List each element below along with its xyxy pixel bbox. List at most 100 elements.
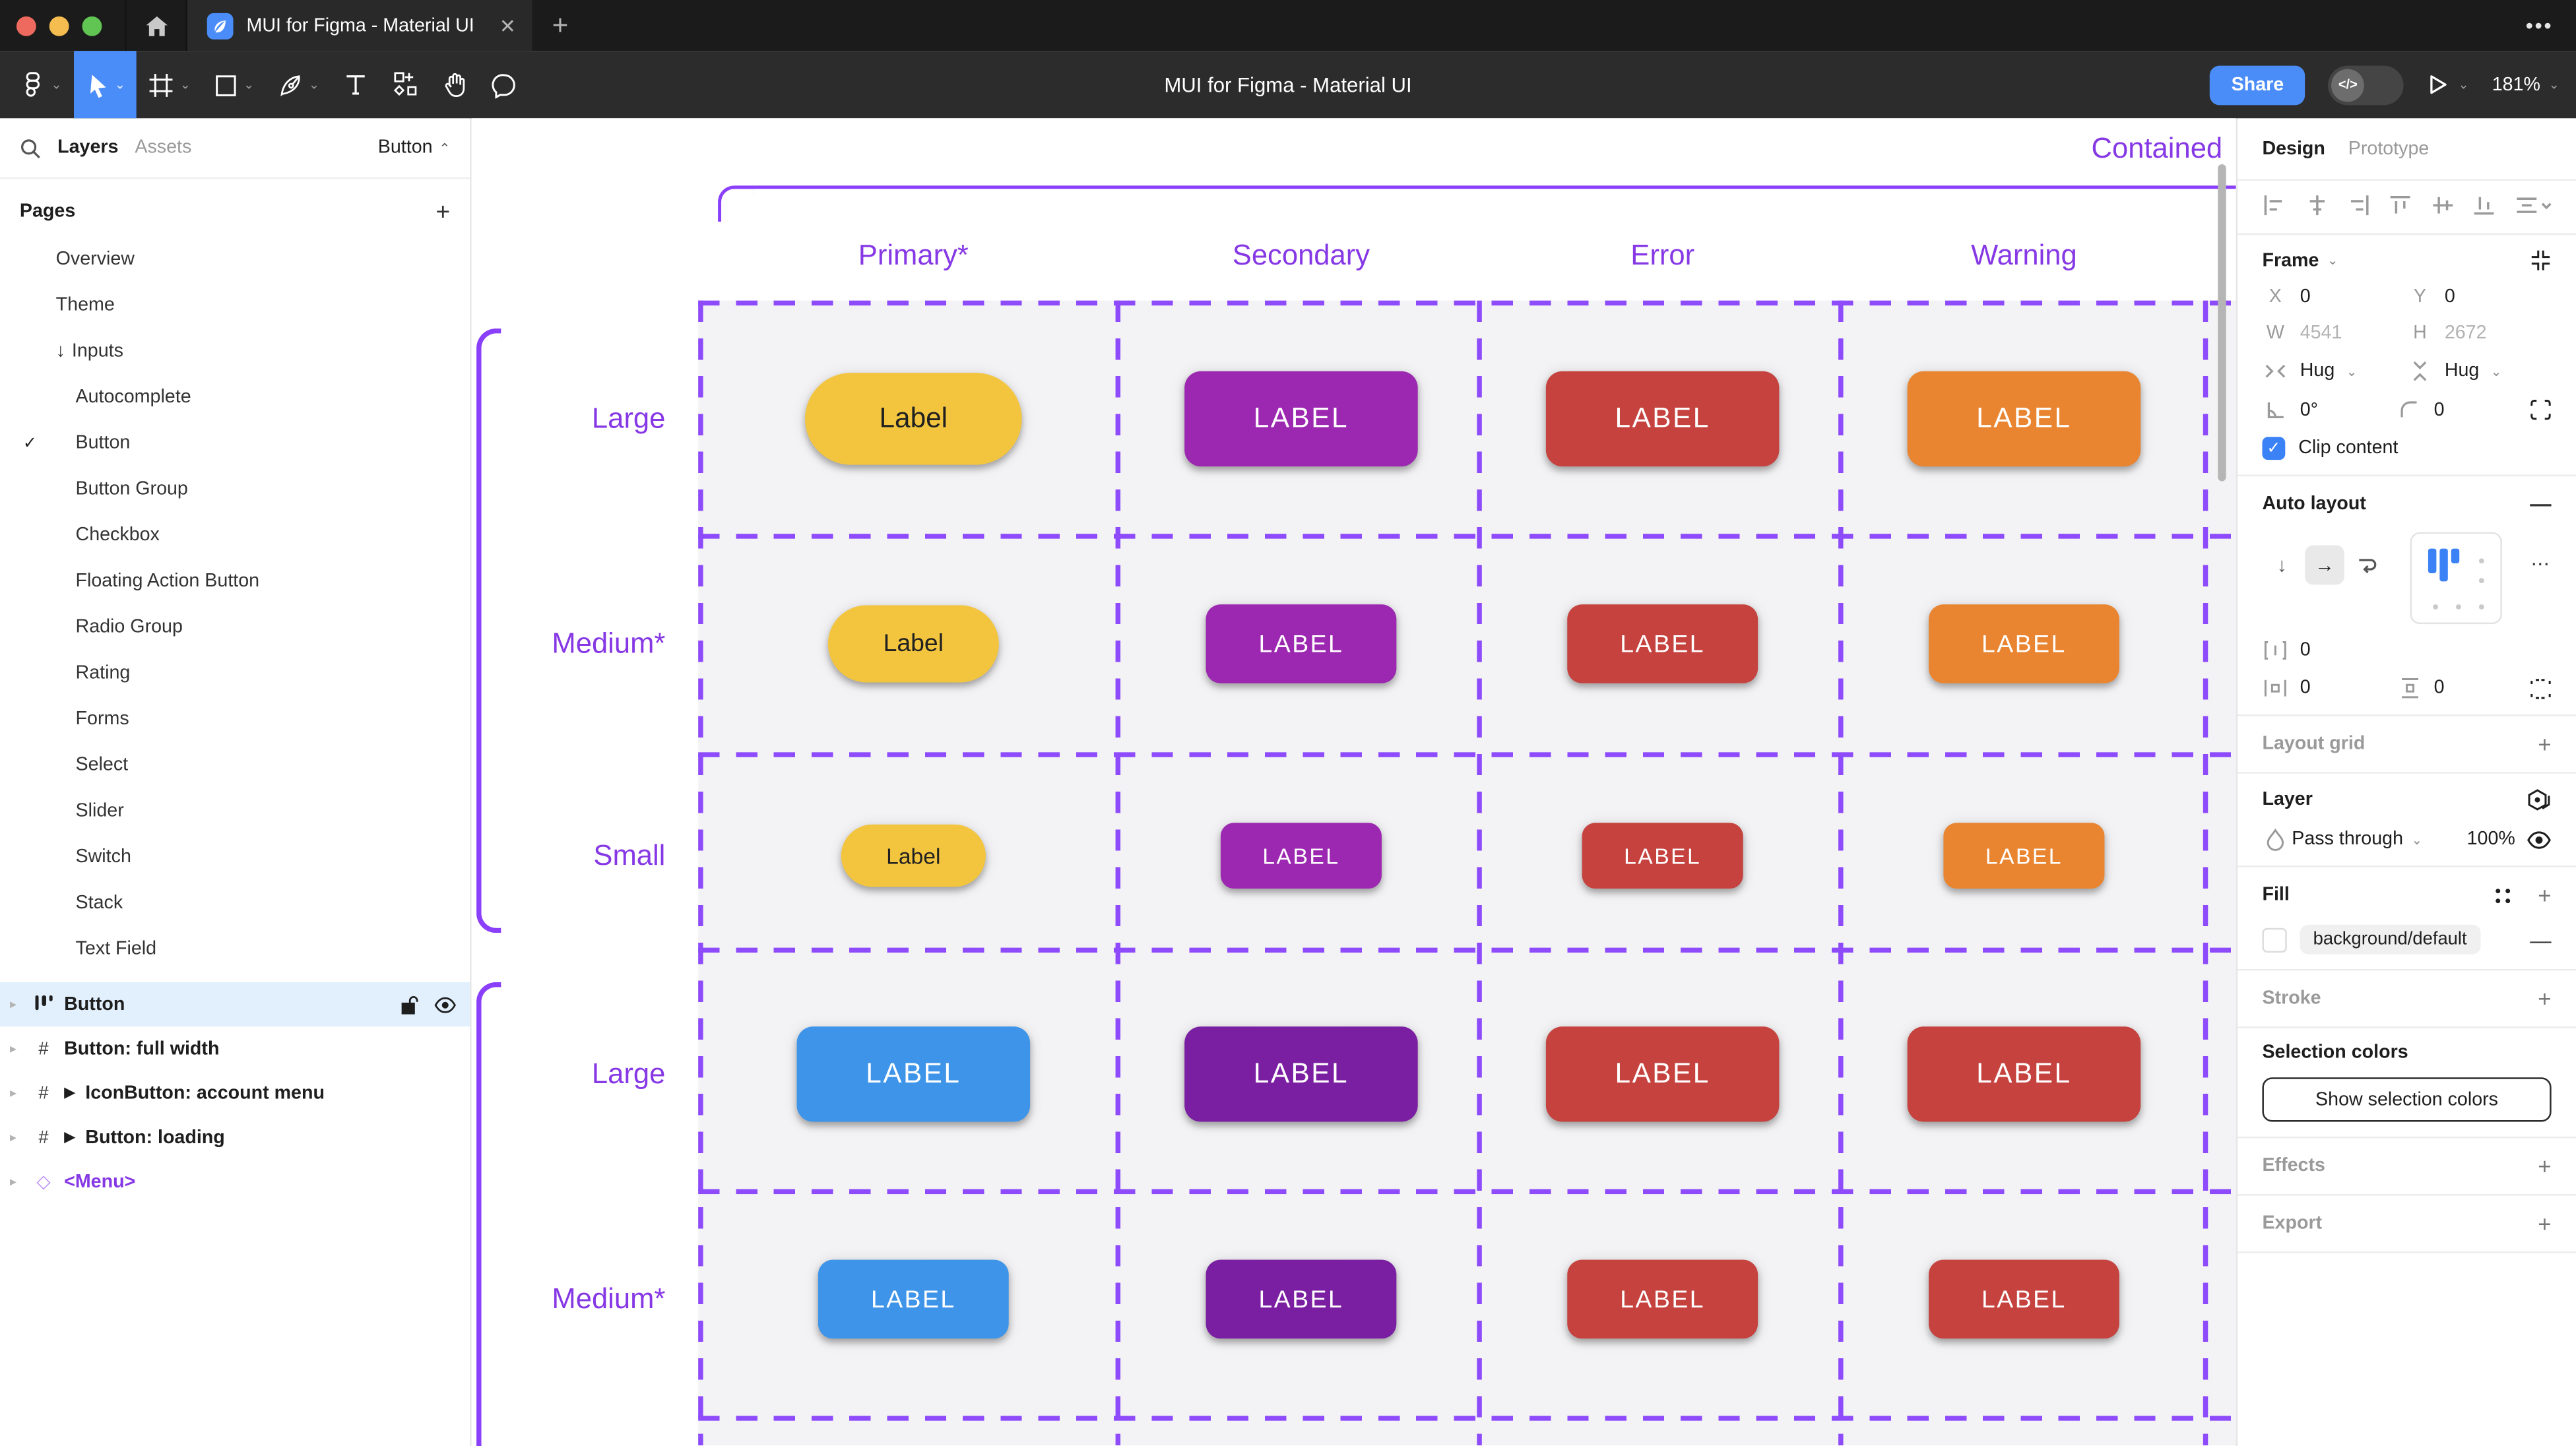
corner-radius-field[interactable]: 0 [2396, 400, 2530, 420]
zoom-menu[interactable]: 181% ⌄ [2492, 75, 2560, 94]
expand-caret-icon[interactable]: ▸ [10, 1042, 23, 1056]
expand-caret-icon[interactable]: ▸ [10, 1174, 23, 1189]
vertical-sizing-field[interactable]: Hug⌄ [2407, 360, 2552, 383]
canvas-button[interactable]: Label [805, 373, 1022, 464]
unlock-icon[interactable] [401, 995, 419, 1015]
page-item-button[interactable]: ✓Button [0, 420, 470, 466]
canvas-button[interactable]: LABEL [797, 1026, 1031, 1121]
page-item-theme[interactable]: Theme [0, 282, 470, 329]
layer-item-button[interactable]: ▸Button [0, 982, 470, 1026]
blend-mode-icon[interactable] [2527, 788, 2551, 811]
canvas-button[interactable]: LABEL [1184, 371, 1418, 466]
new-tab-button[interactable]: + [532, 9, 588, 42]
page-item-checkbox[interactable]: Checkbox [0, 513, 470, 559]
x-position-field[interactable]: X0 [2262, 288, 2406, 307]
canvas-button[interactable]: LABEL [1221, 823, 1382, 889]
auto-layout-more-icon[interactable]: ⋯ [2531, 552, 2552, 575]
page-selector[interactable]: Button ⌃ [378, 138, 450, 158]
canvas-button[interactable]: LABEL [1929, 1260, 2119, 1339]
page-item-switch[interactable]: Switch [0, 834, 470, 881]
page-item-slider[interactable]: Slider [0, 788, 470, 834]
expand-caret-icon[interactable]: ▸ [10, 1130, 23, 1145]
visibility-eye-icon[interactable] [2527, 831, 2551, 848]
y-position-field[interactable]: Y0 [2407, 288, 2552, 307]
dev-mode-toggle[interactable]: </> [2328, 65, 2404, 104]
fill-color-swatch[interactable] [2262, 927, 2286, 951]
frame-name-label[interactable]: Contained [2092, 131, 2223, 166]
page-item-overview[interactable]: Overview [0, 237, 470, 283]
canvas-button[interactable]: Label [841, 825, 986, 887]
horizontal-padding-field[interactable]: 0 [2262, 678, 2396, 698]
expand-caret-icon[interactable]: ▸ [10, 997, 23, 1011]
present-button[interactable]: ⌄ [2427, 73, 2469, 97]
canvas-button[interactable]: LABEL [1206, 1260, 1397, 1339]
opacity-value[interactable]: 100% [2467, 829, 2515, 849]
canvas-button[interactable]: Label [828, 605, 999, 682]
page-item-inputs[interactable]: ↓Inputs [0, 329, 470, 375]
gap-field[interactable]: 0 [2262, 641, 2406, 660]
canvas-button[interactable]: LABEL [1546, 371, 1780, 466]
layer-item-button-full-width[interactable]: ▸#Button: full width [0, 1026, 470, 1071]
clip-content-row[interactable]: ✓ Clip content [2262, 437, 2551, 460]
tab-layers[interactable]: Layers [57, 138, 118, 158]
flow-wrap-button[interactable] [2348, 546, 2387, 585]
overflow-menu-icon[interactable]: ••• [2526, 13, 2553, 38]
align-left-icon[interactable] [2262, 194, 2286, 217]
flow-horizontal-button[interactable]: → [2305, 546, 2344, 585]
canvas-button[interactable]: LABEL [1567, 1260, 1758, 1339]
style-library-icon[interactable] [2494, 886, 2511, 904]
distribute-menu-icon[interactable] [2515, 194, 2552, 217]
actions-tool-button[interactable] [379, 51, 430, 118]
tab-design[interactable]: Design [2262, 140, 2325, 160]
show-selection-colors-button[interactable]: Show selection colors [2262, 1077, 2551, 1121]
add-layout-grid-button[interactable]: + [2538, 731, 2551, 757]
align-vertical-center-icon[interactable] [2431, 194, 2455, 217]
canvas-button[interactable]: LABEL [818, 1260, 1009, 1339]
shape-tool-button[interactable]: ⌄ [203, 51, 266, 118]
text-tool-button[interactable] [331, 51, 379, 118]
horizontal-sizing-field[interactable]: Hug⌄ [2262, 362, 2406, 381]
clip-content-checkbox[interactable]: ✓ [2262, 437, 2285, 460]
canvas-button[interactable]: LABEL [1567, 604, 1758, 683]
vertical-padding-field[interactable]: 0 [2396, 677, 2530, 700]
add-page-button[interactable]: + [435, 198, 450, 226]
frame-tool-button[interactable]: ⌄ [137, 51, 203, 118]
tab-close-icon[interactable]: ✕ [499, 14, 516, 37]
canvas-button[interactable]: LABEL [1908, 1026, 2141, 1121]
rotation-field[interactable]: 0° [2262, 400, 2396, 420]
home-button[interactable] [127, 14, 186, 37]
canvas-scrollbar[interactable] [2218, 164, 2226, 482]
independent-corners-icon[interactable] [2530, 399, 2551, 420]
collapse-icon[interactable] [2530, 249, 2551, 270]
remove-auto-layout-button[interactable]: — [2530, 491, 2551, 515]
blend-mode-value[interactable]: Pass through [2292, 829, 2403, 849]
align-bottom-icon[interactable] [2473, 194, 2497, 217]
add-effect-button[interactable]: + [2538, 1153, 2551, 1179]
page-item-select[interactable]: Select [0, 742, 470, 788]
page-item-radio-group[interactable]: Radio Group [0, 604, 470, 650]
canvas-button[interactable]: LABEL [1582, 823, 1743, 889]
share-button[interactable]: Share [2210, 65, 2305, 104]
layer-item-button-loading[interactable]: ▸#▶Button: loading [0, 1116, 470, 1160]
visibility-eye-icon[interactable] [434, 996, 457, 1013]
page-item-floating-action-button[interactable]: Floating Action Button [0, 559, 470, 605]
canvas-button[interactable]: LABEL [1908, 371, 2141, 466]
align-right-icon[interactable] [2346, 194, 2371, 217]
pen-tool-button[interactable]: ⌄ [266, 51, 331, 118]
page-item-stack[interactable]: Stack [0, 881, 470, 927]
layer-item--menu-[interactable]: ▸◇<Menu> [0, 1160, 470, 1204]
independent-padding-icon[interactable] [2530, 677, 2551, 699]
page-item-rating[interactable]: Rating [0, 650, 470, 697]
add-stroke-button[interactable]: + [2538, 986, 2551, 1012]
file-tab[interactable]: MUI for Figma - Material UI ✕ [187, 0, 532, 51]
width-field[interactable]: W4541 [2262, 323, 2406, 343]
canvas-button[interactable]: LABEL [1943, 823, 2104, 889]
align-horizontal-center-icon[interactable] [2304, 194, 2329, 217]
minimize-window-button[interactable] [49, 16, 69, 36]
hand-tool-button[interactable] [430, 51, 479, 118]
page-item-autocomplete[interactable]: Autocomplete [0, 375, 470, 421]
close-window-button[interactable] [16, 16, 36, 36]
fill-style-chip[interactable]: background/default [2300, 925, 2480, 955]
comment-tool-button[interactable] [479, 51, 529, 118]
add-export-button[interactable]: + [2538, 1210, 2551, 1237]
